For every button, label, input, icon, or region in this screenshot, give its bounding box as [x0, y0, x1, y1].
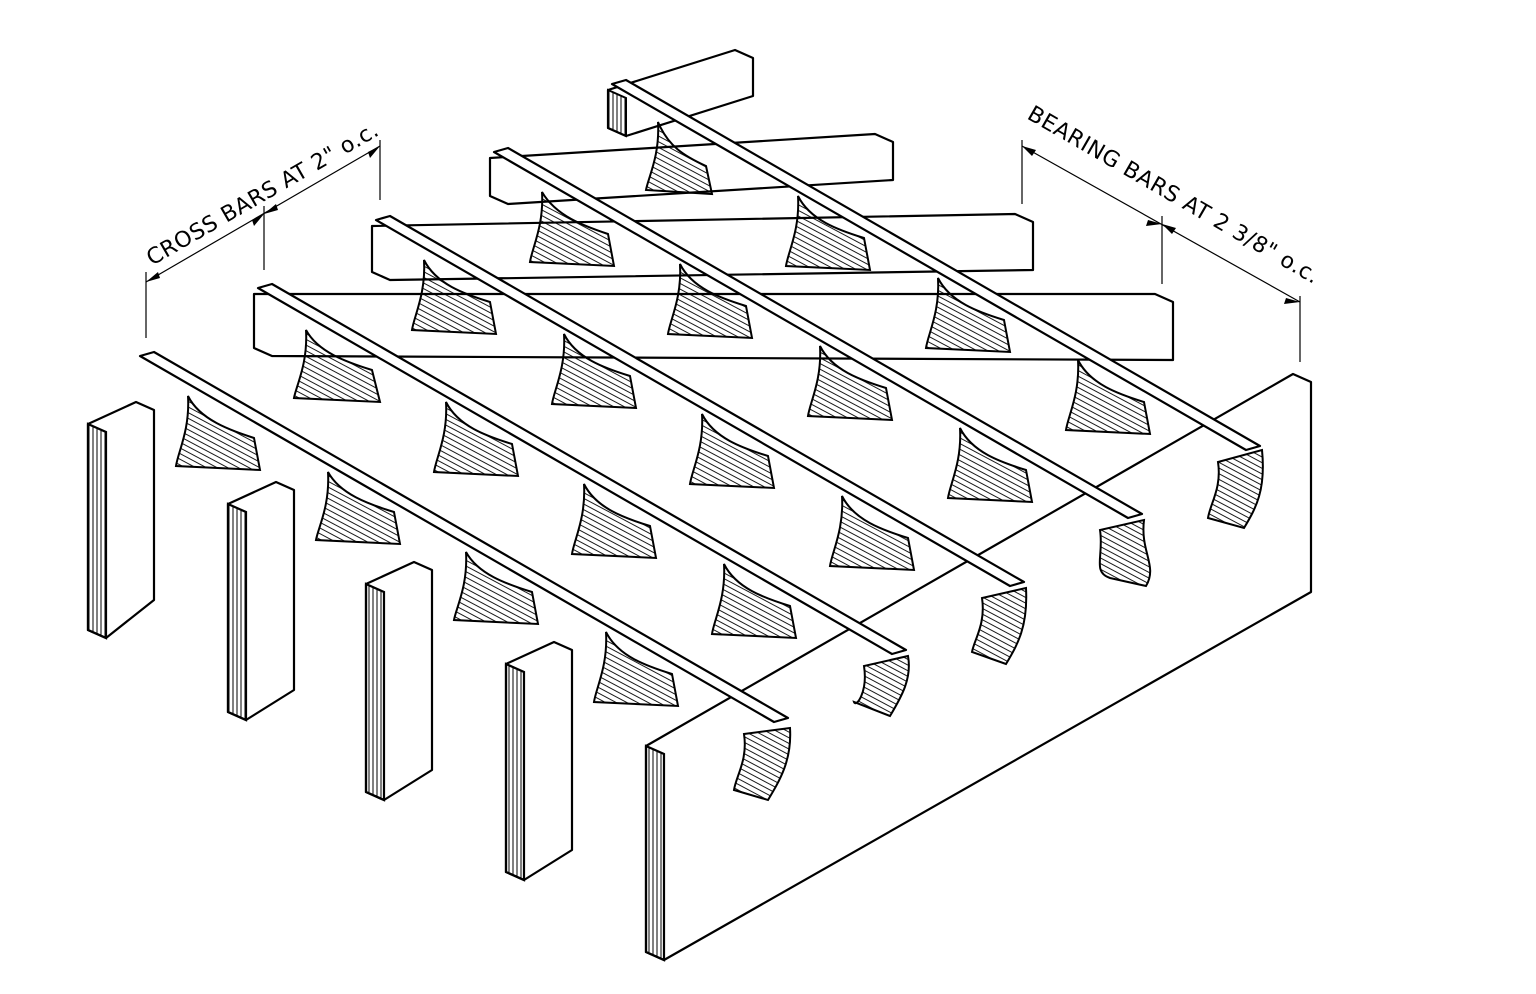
bearing-bar-front	[504, 640, 574, 882]
cross-bars-label: CROSS BARS AT 2" o.c.	[143, 118, 384, 272]
bearing-bars-label: BEARING BARS AT 2 3/8" o.c.	[1023, 102, 1324, 290]
bearing-bar-front	[86, 400, 156, 640]
cross-bar-bends	[174, 121, 1264, 802]
bearing-bar-front	[364, 560, 434, 802]
cross-bars	[138, 78, 1264, 802]
bearing-bar	[606, 48, 755, 138]
bearing-bar-front	[226, 480, 296, 722]
